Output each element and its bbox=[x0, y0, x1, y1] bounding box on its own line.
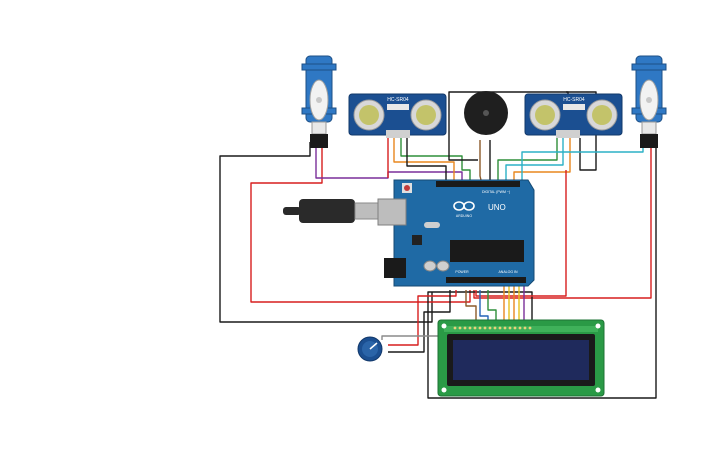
piezo-buzzer[interactable] bbox=[464, 91, 508, 135]
wire-orange-sensor-right[interactable] bbox=[513, 138, 571, 184]
lcd-pin bbox=[473, 326, 477, 330]
arduino-brand-label: ARDUINO bbox=[456, 214, 472, 218]
lcd-pin bbox=[513, 326, 517, 330]
wire-lcd-blue[interactable] bbox=[479, 290, 489, 322]
arduino-uno-board[interactable]: UNO ARDUINO DIGITAL (PWM ~) POWER ANALOG… bbox=[377, 179, 535, 287]
wire-green-sensor-left[interactable] bbox=[400, 138, 471, 184]
ultrasonic-sensor-left[interactable]: HC-SR04 bbox=[348, 93, 447, 138]
ultrasonic-sensor-right[interactable]: HC-SR04 bbox=[524, 93, 623, 138]
wire-lcd-red[interactable] bbox=[388, 290, 457, 346]
wire-lcd-brown[interactable] bbox=[465, 290, 477, 322]
sensor-left-label: HC-SR04 bbox=[387, 97, 409, 103]
arduino-logo-icon bbox=[453, 201, 475, 211]
lcd-pin bbox=[498, 326, 502, 330]
lcd-pin bbox=[518, 326, 522, 330]
arduino-power-label: POWER bbox=[455, 270, 469, 274]
lcd-pin bbox=[458, 326, 462, 330]
lcd-pin bbox=[483, 326, 487, 330]
servo-left[interactable] bbox=[301, 55, 337, 148]
lcd-pin bbox=[478, 326, 482, 330]
lcd-pin bbox=[528, 326, 532, 330]
lcd-pin bbox=[488, 326, 492, 330]
wire-green-sensor-right[interactable] bbox=[497, 138, 558, 184]
wire-cyan-servo-right[interactable] bbox=[521, 145, 644, 184]
lcd-pin bbox=[493, 326, 497, 330]
lcd-pin bbox=[453, 326, 457, 330]
wire-black-buzzer-right[interactable] bbox=[566, 91, 597, 171]
potentiometer[interactable] bbox=[357, 336, 383, 362]
servo-right[interactable] bbox=[631, 55, 667, 148]
lcd-pin bbox=[523, 326, 527, 330]
lcd-pin bbox=[468, 326, 472, 330]
lcd-16x2-display[interactable] bbox=[437, 319, 605, 397]
arduino-digital-label: DIGITAL (PWM ~) bbox=[482, 190, 510, 194]
lcd-pin-header bbox=[453, 326, 532, 330]
wire-orange-sensor-left[interactable] bbox=[393, 138, 455, 184]
wire-lcd-black[interactable] bbox=[388, 290, 451, 353]
usb-cable[interactable] bbox=[283, 199, 382, 223]
arduino-model-label: UNO bbox=[488, 203, 506, 212]
wire-buzzer-lead-a[interactable] bbox=[479, 140, 483, 185]
wire-red-left-loop[interactable] bbox=[250, 148, 471, 303]
wire-black-left-loop[interactable] bbox=[219, 142, 433, 323]
arduino-analog-label: ANALOG IN bbox=[498, 270, 518, 274]
wire-black-sensor-left[interactable] bbox=[406, 138, 447, 184]
lcd-pin bbox=[503, 326, 507, 330]
sensor-right-label: HC-SR04 bbox=[563, 97, 585, 103]
wire-red-arduino-right[interactable] bbox=[475, 170, 567, 297]
lcd-pin bbox=[463, 326, 467, 330]
wire-lcd-green[interactable] bbox=[487, 290, 497, 322]
lcd-pin bbox=[508, 326, 512, 330]
wire-red-right-loop[interactable] bbox=[473, 148, 652, 299]
